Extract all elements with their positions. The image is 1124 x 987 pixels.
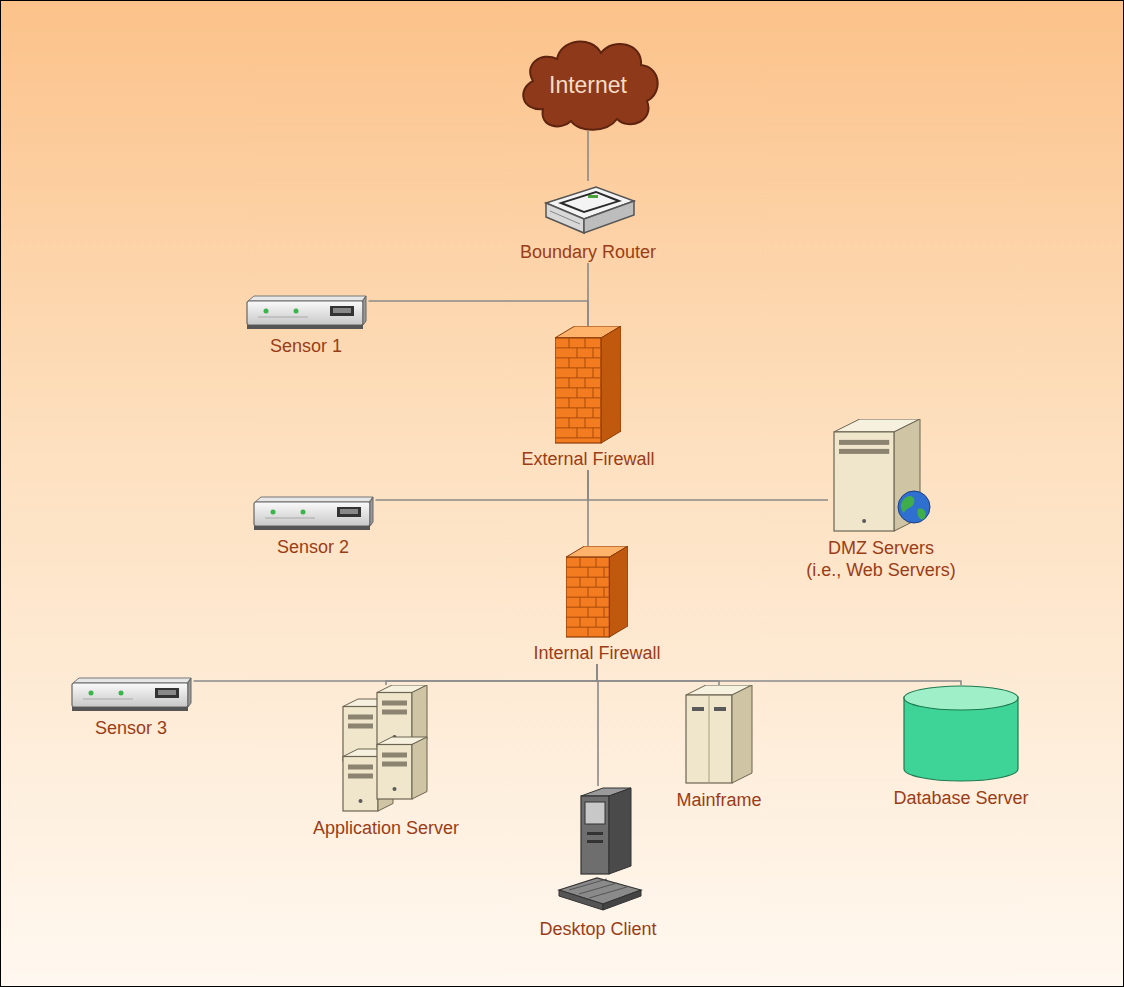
network-link [376,470,588,500]
sensor-device: Sensor 1 [244,295,369,357]
device-label: Sensor 2 [277,536,349,558]
network-link [597,664,598,786]
network-link [597,664,961,685]
device-label: Desktop Client [539,918,656,940]
firewall-device-icon [555,326,621,444]
desktop-client: Desktop Client [539,786,656,940]
device-label: Boundary Router [520,241,656,263]
sensor-device-icon [244,295,369,331]
network-link [369,301,588,326]
device-label: Mainframe [676,789,761,811]
database-cylinder-icon [902,685,1020,783]
device-label: Database Server [893,787,1028,809]
mainframe-device-icon [684,685,754,785]
network-link [588,470,828,500]
sensor-device-icon [69,677,194,713]
sensor-device-icon [251,496,376,532]
network-link [194,664,597,681]
server-cluster: Application Server [313,685,459,839]
device-label: DMZ Servers (i.e., Web Servers) [806,537,956,581]
database-cylinder: Database Server [893,685,1028,809]
server-cluster-icon [341,685,431,813]
device-label: Internal Firewall [533,642,660,664]
router-device-icon [538,181,638,237]
network-link [597,664,719,685]
web-server-icon [828,419,934,533]
internet-cloud: Internet [513,31,663,131]
firewall-device-icon [566,546,628,638]
firewall-device: Internal Firewall [533,546,660,664]
firewall-device: External Firewall [521,326,654,470]
network-link [587,131,589,181]
device-label: External Firewall [521,448,654,470]
mainframe-device: Mainframe [676,685,761,811]
desktop-client-icon [551,786,646,914]
cloud-label: Internet [513,71,663,99]
router-device: Boundary Router [520,181,656,263]
device-label: Sensor 1 [270,335,342,357]
web-server: DMZ Servers (i.e., Web Servers) [806,419,956,581]
sensor-device: Sensor 2 [251,496,376,558]
sensor-device: Sensor 3 [69,677,194,739]
network-link [587,470,589,546]
device-label: Sensor 3 [95,717,167,739]
device-label: Application Server [313,817,459,839]
network-link [386,664,597,685]
